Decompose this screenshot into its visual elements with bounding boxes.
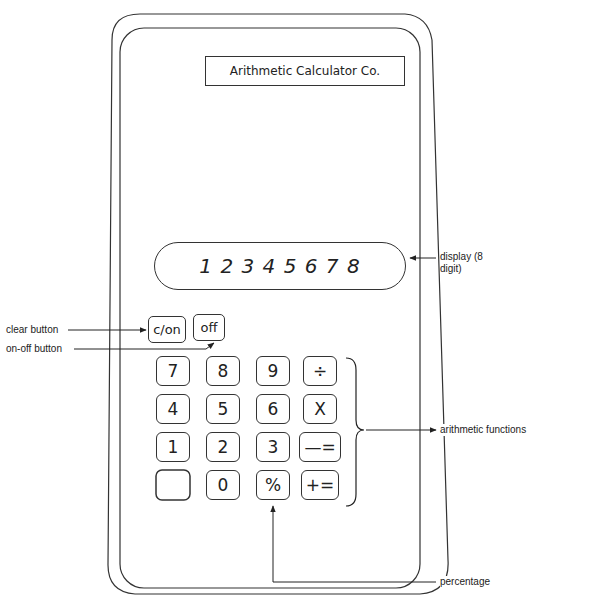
key-button: 0	[206, 470, 240, 500]
node-text: X	[314, 399, 326, 419]
clear-button: c/on	[148, 316, 186, 343]
node-text: 7	[168, 361, 179, 381]
key-button: 2	[206, 432, 240, 462]
leader-line	[68, 330, 146, 331]
key-button: 6	[256, 394, 290, 424]
node-text: —=	[304, 437, 335, 457]
blank-key	[156, 470, 190, 500]
node-text: 0	[218, 475, 229, 495]
key-button: 1	[156, 432, 190, 462]
off-button: off	[193, 314, 225, 341]
calculator-face	[120, 28, 420, 588]
node-text: 1	[168, 437, 179, 457]
key-button: 3	[256, 432, 290, 462]
node-text: 2	[218, 437, 229, 457]
bracket	[346, 358, 364, 506]
key-button: +=	[301, 470, 340, 500]
brand-plate: Arithmetic Calculator Co.	[205, 56, 405, 86]
key-button: %	[256, 470, 290, 500]
leader-line	[273, 506, 436, 582]
node-text: %	[265, 475, 281, 495]
node-text: 4	[168, 399, 179, 419]
calculator-housing	[108, 14, 448, 594]
node-text: off	[201, 320, 218, 335]
node-text: 6	[268, 399, 279, 419]
node-text: c/on	[153, 322, 181, 337]
node-text: 3	[268, 437, 279, 457]
display-window: 1 2 3 4 5 6 7 8	[154, 242, 406, 290]
key-button: 9	[256, 356, 290, 386]
callout-label: display (8 digit)	[440, 251, 502, 275]
callout-label: clear button	[6, 324, 58, 336]
node-text: 5	[218, 399, 229, 419]
key-button: 4	[156, 394, 190, 424]
callout-label: percentage	[440, 576, 490, 588]
key-button: X	[303, 394, 337, 424]
node-text: +=	[306, 475, 335, 495]
key-button: 7	[156, 356, 190, 386]
node-text: Arithmetic Calculator Co.	[230, 64, 380, 78]
callout-label: on-off button	[6, 343, 62, 355]
key-button: 8	[206, 356, 240, 386]
node-text: ÷	[313, 361, 327, 381]
leader-line	[410, 258, 436, 259]
node-text: 9	[268, 361, 279, 381]
node-text: 1 2 3 4 5 6 7 8	[199, 254, 360, 278]
key-button: 5	[206, 394, 240, 424]
key-button: ÷	[303, 356, 337, 386]
leader-line	[74, 343, 214, 349]
callout-label: arithmetic functions	[440, 424, 526, 436]
node-text: 8	[218, 361, 229, 381]
leader-line	[366, 430, 436, 431]
key-button: —=	[299, 432, 340, 462]
